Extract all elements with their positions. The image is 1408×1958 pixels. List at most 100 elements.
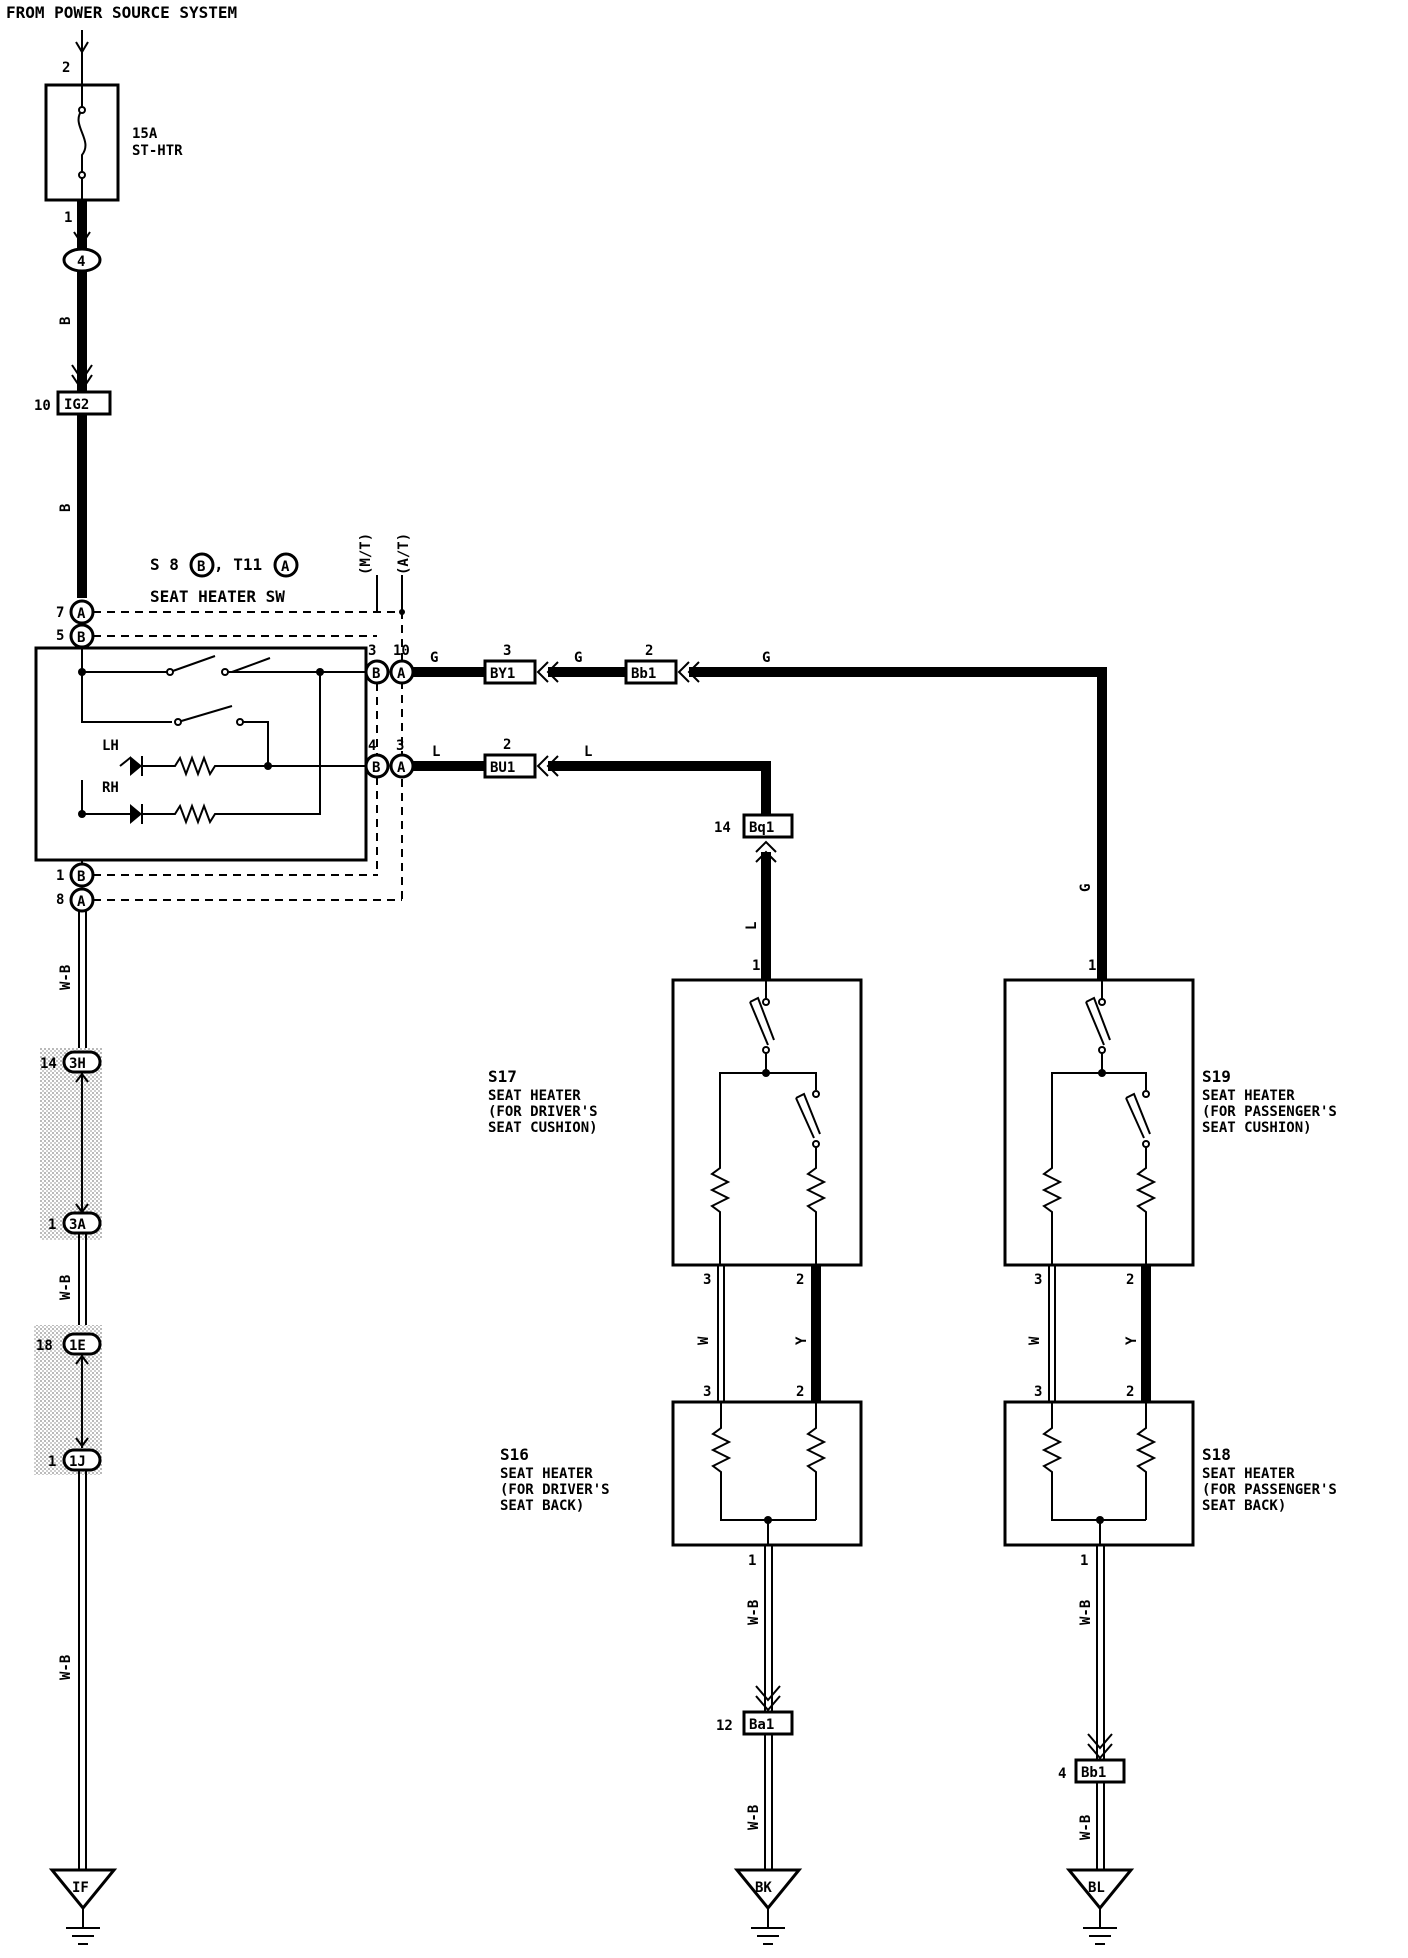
connector-ba1 xyxy=(742,1710,794,1736)
svg-text:1: 1 xyxy=(56,868,64,884)
heater-s19: 1 S19 SEAT HEATER (FOR PASSENGER'S SEAT … xyxy=(1003,958,1337,1402)
svg-text:A: A xyxy=(397,760,406,776)
heater-s17: 1 S17 SEAT HEATER (FOR DRIVER'S SEAT CUS… xyxy=(488,958,863,1402)
svg-text:3: 3 xyxy=(703,1272,711,1288)
svg-text:SEAT CUSHION): SEAT CUSHION) xyxy=(1202,1120,1312,1136)
svg-text:1E: 1E xyxy=(69,1338,86,1354)
svg-text:G: G xyxy=(762,650,770,666)
svg-text:BY1: BY1 xyxy=(490,666,515,682)
switch-ref: S 8 xyxy=(150,555,179,574)
fuse-pin-in: 2 xyxy=(62,60,70,76)
led-rh-icon xyxy=(130,804,142,824)
svg-text:W-B: W-B xyxy=(1078,1600,1094,1625)
svg-text:SEAT HEATER: SEAT HEATER xyxy=(1202,1466,1295,1482)
s16-resistor-right xyxy=(805,1402,827,1520)
lh-label: LH xyxy=(102,738,119,754)
junction-3a xyxy=(62,1211,102,1235)
svg-text:4: 4 xyxy=(77,254,85,270)
svg-text:Bb1: Bb1 xyxy=(1081,1765,1106,1781)
svg-text:Ba1: Ba1 xyxy=(749,1717,774,1733)
svg-text:SEAT HEATER: SEAT HEATER xyxy=(500,1466,593,1482)
svg-text:3: 3 xyxy=(1034,1272,1042,1288)
switch-box xyxy=(34,646,368,862)
connector-bb1-bottom xyxy=(1074,1758,1126,1784)
fuse-name: ST-HTR xyxy=(132,143,183,159)
svg-text:A: A xyxy=(281,559,290,575)
svg-text:A: A xyxy=(77,606,86,622)
svg-text:3H: 3H xyxy=(69,1056,86,1072)
svg-text:(FOR DRIVER'S: (FOR DRIVER'S xyxy=(500,1482,610,1498)
svg-text:18: 18 xyxy=(36,1338,53,1354)
svg-text:2: 2 xyxy=(1126,1384,1134,1400)
s17-resistor-left xyxy=(709,1165,731,1265)
svg-text:BK: BK xyxy=(755,1880,772,1896)
svg-text:2: 2 xyxy=(796,1384,804,1400)
svg-text:2: 2 xyxy=(645,643,653,659)
svg-text:(FOR PASSENGER'S: (FOR PASSENGER'S xyxy=(1202,1482,1337,1498)
svg-text:SEAT BACK): SEAT BACK) xyxy=(1202,1498,1286,1514)
thermostat-icon-4 xyxy=(1125,1092,1151,1139)
fuse-rating: 15A xyxy=(132,126,158,142)
svg-text:B: B xyxy=(372,760,380,776)
thermostat-icon-3 xyxy=(1085,996,1111,1046)
led-lh-icon xyxy=(130,756,142,776)
svg-text:2: 2 xyxy=(503,737,511,753)
svg-text:8: 8 xyxy=(56,892,64,908)
svg-text:5: 5 xyxy=(56,628,64,644)
svg-text:Y: Y xyxy=(1124,1336,1140,1345)
svg-text:G: G xyxy=(430,650,438,666)
s18-resistor-right xyxy=(1135,1402,1157,1520)
heater-s16: S16 SEAT HEATER (FOR DRIVER'S SEAT BACK)… xyxy=(500,1400,863,1945)
svg-text:1: 1 xyxy=(48,1454,56,1470)
ground-if-icon xyxy=(48,1868,118,1911)
svg-text:SEAT BACK): SEAT BACK) xyxy=(500,1498,584,1514)
svg-text:BL: BL xyxy=(1088,1880,1105,1896)
svg-text:10: 10 xyxy=(393,643,410,659)
svg-text:Bb1: Bb1 xyxy=(631,666,656,682)
svg-text:3: 3 xyxy=(396,738,404,754)
s19-resistor-left xyxy=(1041,1165,1063,1265)
s19-resistor-right xyxy=(1135,1147,1157,1265)
svg-text:L: L xyxy=(744,922,760,930)
svg-text:W: W xyxy=(696,1336,712,1345)
svg-text:3: 3 xyxy=(1034,1384,1042,1400)
svg-text:W-B: W-B xyxy=(746,1805,762,1830)
svg-text:1: 1 xyxy=(1080,1553,1088,1569)
rh-label: RH xyxy=(102,780,119,796)
svg-text:1: 1 xyxy=(748,1553,756,1569)
svg-text:(FOR DRIVER'S: (FOR DRIVER'S xyxy=(488,1104,598,1120)
svg-text:W-B: W-B xyxy=(746,1600,762,1625)
shield-shading-1 xyxy=(40,1048,102,1240)
svg-text:A: A xyxy=(397,666,406,682)
svg-text:1: 1 xyxy=(1088,958,1096,974)
fuse-pin-out: 1 xyxy=(64,210,72,226)
svg-text:S17: S17 xyxy=(488,1067,517,1086)
connector-bu1 xyxy=(483,753,537,779)
s16-resistor-left xyxy=(710,1402,816,1521)
svg-text:S19: S19 xyxy=(1202,1067,1231,1086)
svg-text:1J: 1J xyxy=(69,1454,86,1470)
s17-resistor-right xyxy=(805,1147,827,1265)
svg-text:3A: 3A xyxy=(69,1217,86,1233)
svg-text:3: 3 xyxy=(368,643,376,659)
svg-text:2: 2 xyxy=(1126,1272,1134,1288)
ig2-pin: 10 xyxy=(34,398,51,414)
connector-bb1-top xyxy=(624,659,678,685)
svg-text:7: 7 xyxy=(56,605,64,621)
svg-text:14: 14 xyxy=(714,820,731,836)
svg-text:SEAT CUSHION): SEAT CUSHION) xyxy=(488,1120,598,1136)
switch-name: SEAT HEATER SW xyxy=(150,587,285,606)
svg-text:B: B xyxy=(77,869,85,885)
svg-text:(FOR PASSENGER'S: (FOR PASSENGER'S xyxy=(1202,1104,1337,1120)
junction-1j xyxy=(62,1448,102,1472)
svg-text:Bq1: Bq1 xyxy=(749,820,774,836)
svg-text:SEAT HEATER: SEAT HEATER xyxy=(1202,1088,1295,1104)
svg-text:B: B xyxy=(372,666,380,682)
svg-text:IF: IF xyxy=(72,1880,89,1896)
svg-text:B: B xyxy=(197,559,205,575)
svg-text:4: 4 xyxy=(368,738,376,754)
svg-text:14: 14 xyxy=(40,1056,57,1072)
thermostat-icon-1 xyxy=(749,996,775,1046)
wire-color-wb1: W-B xyxy=(58,965,74,990)
wire-color-b1: B xyxy=(58,317,74,325)
